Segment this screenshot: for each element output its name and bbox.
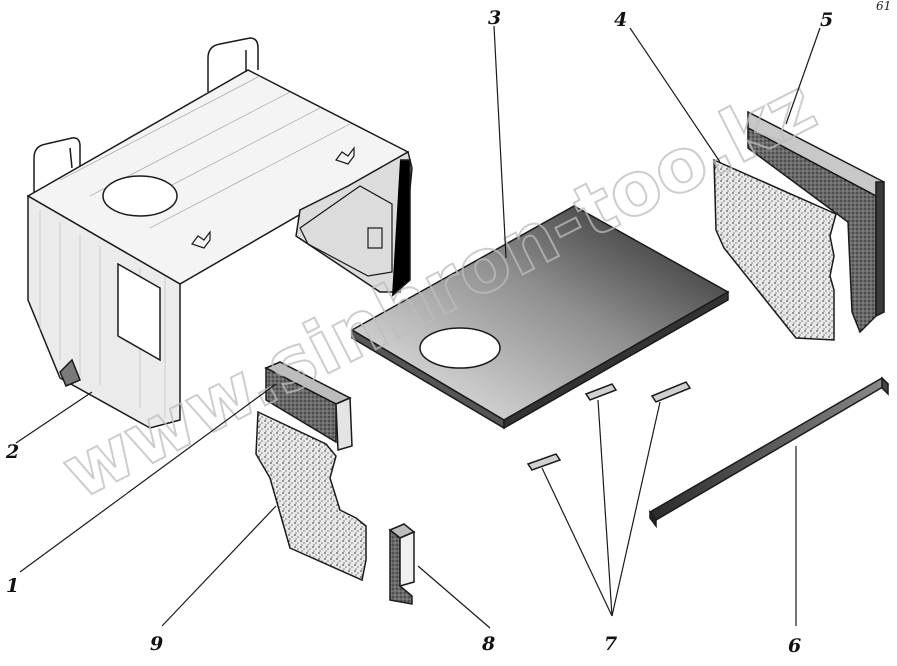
leader-2 (15, 391, 93, 444)
callout-9: 9 (150, 633, 163, 655)
block-part-8 (388, 523, 416, 605)
long-bar-part-6 (648, 376, 890, 529)
callout-7: 7 (604, 633, 617, 655)
roof-board-part-3 (350, 205, 730, 430)
corner-mark: 61 (876, 0, 891, 13)
leader-8 (417, 565, 491, 629)
speckled-panel-part-4 (713, 158, 837, 341)
callout-6: 6 (788, 635, 801, 657)
callout-3: 3 (488, 7, 501, 29)
callout-5: 5 (820, 9, 833, 31)
leader-4 (629, 27, 721, 163)
speckled-panel-part-9 (255, 410, 367, 582)
callout-2: 2 (5, 441, 19, 463)
callout-4: 4 (614, 9, 627, 31)
leader-3 (493, 25, 507, 259)
callout-1: 1 (6, 575, 19, 597)
small-plates-part-7 (526, 381, 692, 471)
cab-housing-part-2 (26, 37, 413, 429)
callout-8: 8 (481, 633, 495, 655)
leader-7a (541, 467, 613, 617)
leader-lines (15, 25, 821, 629)
leader-5 (785, 27, 821, 125)
leader-7b (597, 399, 613, 617)
leader-7c (611, 401, 661, 617)
leader-9 (161, 505, 277, 627)
callouts: 2 1 9 8 3 4 5 7 6 61 (5, 0, 891, 657)
leader-1 (19, 383, 277, 573)
dark-strip-part-5 (747, 110, 886, 334)
block-part-1 (264, 361, 353, 451)
